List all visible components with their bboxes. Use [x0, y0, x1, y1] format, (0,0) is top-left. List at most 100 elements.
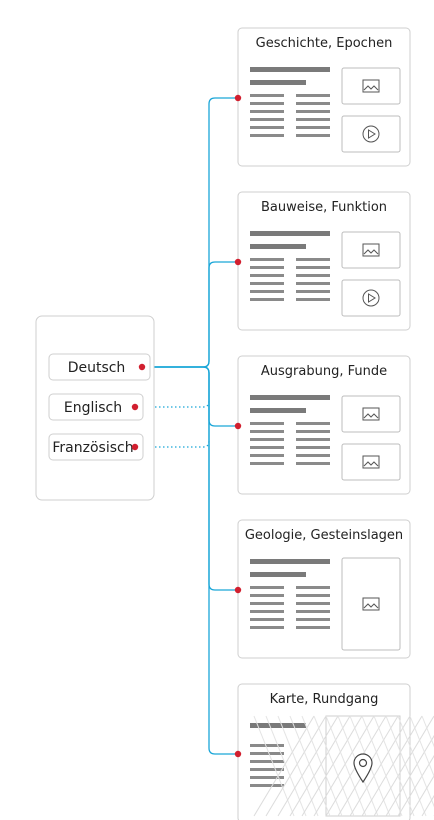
text-line — [250, 784, 284, 787]
text-line — [250, 266, 284, 269]
image-placeholder — [341, 443, 401, 481]
text-line — [250, 290, 284, 293]
connection-dot — [234, 750, 242, 758]
text-line — [296, 266, 330, 269]
text-line — [250, 602, 284, 605]
text-line — [250, 618, 284, 621]
text-line — [250, 422, 284, 425]
text-line — [296, 282, 330, 285]
heading-bar — [250, 723, 306, 728]
subheading-bar — [250, 572, 306, 577]
language-button-englisch[interactable]: Englisch — [48, 393, 144, 421]
media-frame — [341, 67, 401, 105]
text-line — [250, 298, 284, 301]
media-frame — [341, 115, 401, 153]
language-button-frame — [48, 393, 144, 421]
text-line — [250, 274, 284, 277]
text-line — [250, 126, 284, 129]
text-line — [296, 102, 330, 105]
text-line — [296, 462, 330, 465]
text-line — [250, 282, 284, 285]
text-line — [250, 110, 284, 113]
image-icon — [362, 243, 380, 257]
text-line — [250, 768, 284, 771]
text-line — [296, 430, 330, 433]
text-line — [250, 102, 284, 105]
subheading-bar — [250, 244, 306, 249]
text-line — [296, 126, 330, 129]
text-line — [250, 438, 284, 441]
content-card-ausgrabung-funde: Ausgrabung, Funde — [237, 355, 411, 495]
image-icon — [362, 455, 380, 469]
image-placeholder — [341, 395, 401, 433]
language-button-deutsch[interactable]: Deutsch — [48, 353, 151, 381]
card-title: Geologie, Gesteinslagen — [245, 528, 403, 543]
content-card-karte-rundgang: Karte, Rundgang — [237, 683, 434, 820]
media-frame — [341, 557, 401, 651]
language-label: Englisch — [64, 400, 122, 416]
text-line — [250, 744, 284, 747]
card-title: Ausgrabung, Funde — [261, 364, 387, 379]
text-line — [250, 752, 284, 755]
text-line — [250, 586, 284, 589]
image-icon — [362, 79, 380, 93]
subheading-bar — [250, 408, 306, 413]
connectors — [135, 97, 238, 755]
text-line — [250, 776, 284, 779]
text-line — [296, 610, 330, 613]
media-frame — [341, 395, 401, 433]
play-icon — [362, 125, 380, 143]
text-line — [296, 274, 330, 277]
text-line — [250, 94, 284, 97]
content-card-geologie-gesteinslagen: Geologie, Gesteinslagen — [237, 519, 411, 659]
text-line — [250, 258, 284, 261]
connection-dot — [234, 422, 242, 430]
text-line — [296, 258, 330, 261]
heading-bar — [250, 559, 330, 564]
text-line — [296, 438, 330, 441]
connection-dots — [131, 94, 242, 758]
text-line — [250, 594, 284, 597]
connection-dot — [234, 258, 242, 266]
connector-line — [142, 366, 238, 427]
language-label: Französisch — [52, 440, 133, 456]
map-pin-icon — [353, 753, 373, 784]
content-card-bauweise-funktion: Bauweise, Funktion — [237, 191, 411, 331]
connection-dot — [234, 94, 242, 102]
text-line — [250, 446, 284, 449]
text-line — [296, 422, 330, 425]
card-title: Karte, Rundgang — [270, 692, 379, 707]
video-placeholder — [341, 279, 401, 317]
heading-bar — [250, 231, 330, 236]
text-line — [250, 760, 284, 763]
map-placeholder — [253, 715, 434, 817]
image-icon — [362, 407, 380, 421]
content-card-geschichte-epochen: Geschichte, Epochen — [237, 27, 411, 167]
inactive-connector-line — [135, 440, 210, 448]
text-line — [296, 594, 330, 597]
text-line — [296, 290, 330, 293]
text-line — [250, 626, 284, 629]
connector-line — [142, 366, 238, 755]
language-button-frame — [48, 353, 151, 381]
heading-bar — [250, 395, 330, 400]
video-placeholder — [341, 115, 401, 153]
image-icon — [362, 597, 380, 611]
language-button-franzsisch[interactable]: Französisch — [48, 433, 144, 461]
text-line — [296, 446, 330, 449]
text-line — [296, 586, 330, 589]
connector-line — [142, 97, 238, 368]
image-placeholder — [341, 67, 401, 105]
card-title: Geschichte, Epochen — [256, 36, 393, 51]
text-line — [250, 454, 284, 457]
image-placeholder — [341, 231, 401, 269]
text-line — [250, 610, 284, 613]
text-line — [296, 94, 330, 97]
text-line — [296, 454, 330, 457]
connection-dot — [131, 443, 139, 451]
text-line — [250, 430, 284, 433]
text-line — [296, 618, 330, 621]
text-line — [296, 626, 330, 629]
